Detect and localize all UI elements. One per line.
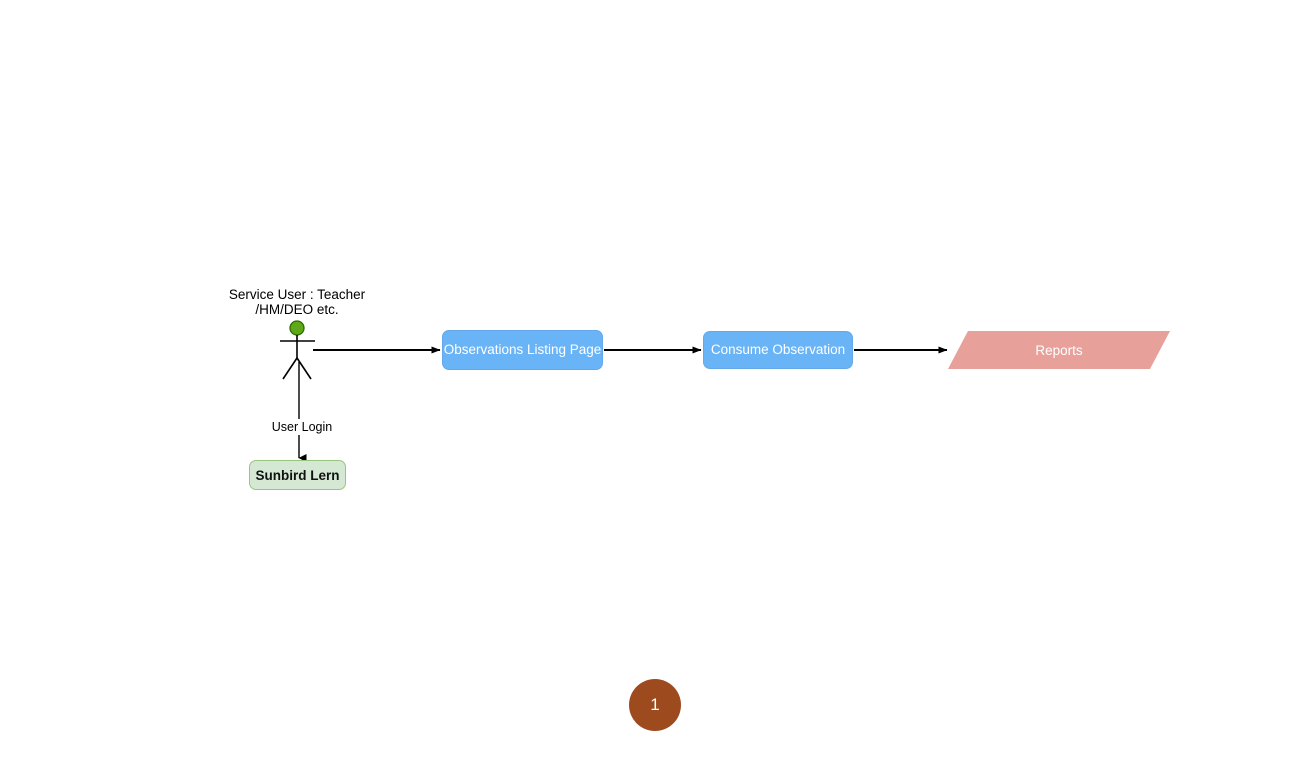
node-reports-label: Reports [1035, 342, 1083, 358]
node-consume-observation[interactable]: Consume Observation [703, 331, 853, 369]
service-user-actor-figure [280, 320, 315, 380]
service-user-actor-label: Service User : Teacher /HM/DEO etc. [228, 287, 366, 317]
reports-parallelogram-shape [948, 331, 1170, 369]
edge-label-user-login: User Login [250, 419, 354, 435]
node-reports[interactable]: Reports [948, 331, 1170, 369]
node-sunbird-lern[interactable]: Sunbird Lern [249, 460, 346, 490]
node-observations-listing-page[interactable]: Observations Listing Page [442, 330, 603, 370]
page-number-badge: 1 [629, 679, 681, 731]
